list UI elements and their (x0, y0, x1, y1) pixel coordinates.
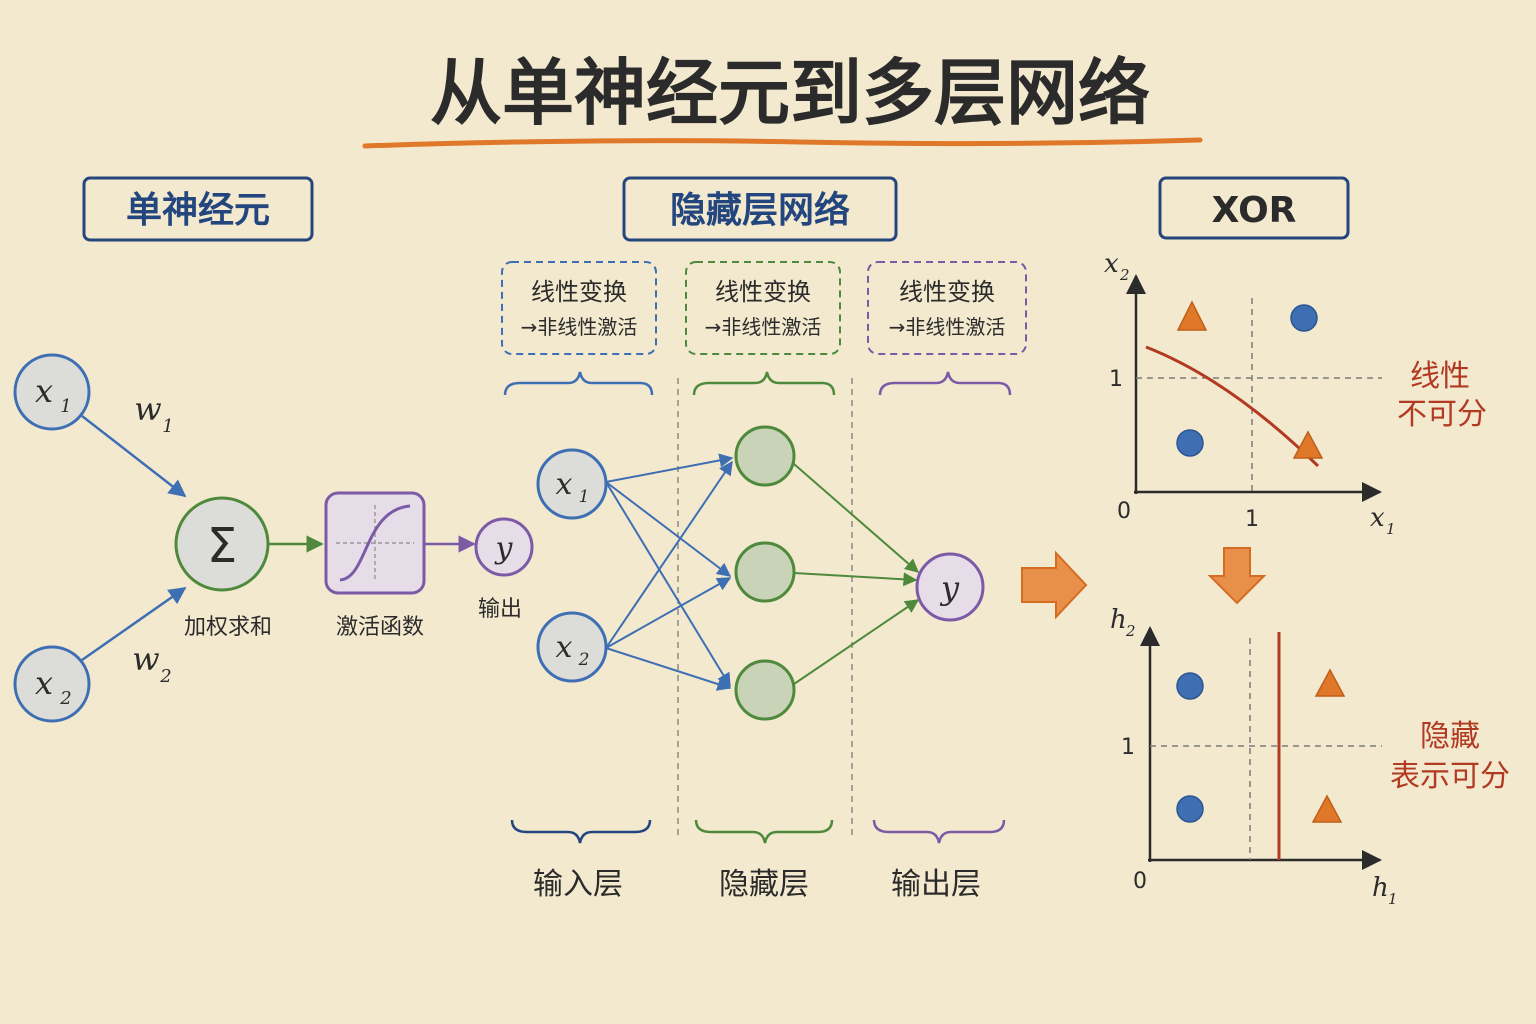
layer-label-output: 输出层 (891, 867, 981, 902)
sum-node: Σ (174, 496, 270, 592)
xor-bottom-note-line2: 表示可分 (1390, 759, 1510, 794)
right-arrow-icon (1021, 550, 1088, 620)
title-underline (362, 137, 1203, 149)
circle-point (1176, 795, 1204, 823)
triangle-point (1314, 668, 1346, 697)
xor-bottom-y-label: h (1110, 605, 1127, 635)
svg-text:1: 1 (60, 396, 71, 417)
sigmoid-curve-icon (339, 504, 411, 582)
svg-text:y: y (494, 531, 514, 566)
single-output-node: y (474, 517, 534, 577)
section-single-neuron-label: 单神经元 (126, 190, 270, 231)
network-input-node-1: x 1 (536, 448, 608, 520)
circle-point (1290, 304, 1318, 332)
svg-text:2: 2 (159, 666, 171, 687)
stage-box-output: 线性变换 →非线性激活 (867, 261, 1027, 355)
brace-bottom-hidden (694, 819, 834, 844)
layer-label-hidden: 隐藏层 (719, 867, 809, 902)
svg-text:2: 2 (59, 688, 71, 709)
xor-bottom-y-label-sub: 2 (1125, 622, 1136, 640)
xor-bottom-x-label: h (1372, 873, 1389, 903)
layer-label-input: 输入层 (533, 867, 623, 902)
section-hidden-network-label: 隐藏层网络 (670, 189, 850, 231)
single-input-node-1: x 1 (13, 353, 91, 431)
svg-text:w: w (132, 640, 159, 678)
svg-text:2: 2 (578, 650, 590, 670)
hidden-node-1 (734, 425, 796, 487)
xor-top-x-tick: 1 (1245, 507, 1259, 532)
svg-text:→非线性激活: →非线性激活 (521, 315, 638, 339)
hidden-output-edges (793, 463, 920, 685)
svg-text:线性变换: 线性变换 (715, 278, 811, 306)
hidden-node-2 (734, 541, 796, 603)
svg-text:x: x (556, 630, 573, 665)
xor-top-y-label-sub: 2 (1119, 266, 1130, 284)
svg-text:x: x (556, 467, 573, 502)
section-single-neuron: 单神经元 (82, 176, 314, 242)
triangle-point (1176, 300, 1208, 331)
brace-top-input (503, 371, 654, 396)
brace-top-output (878, 371, 1012, 396)
xor-top-note-line1: 线性 (1410, 359, 1470, 394)
section-xor: XOR (1158, 176, 1350, 240)
activation-label: 激活函数 (336, 615, 424, 640)
xor-bottom-x-label-sub: 1 (1388, 890, 1398, 908)
xor-bottom-origin-tick: 0 (1133, 869, 1147, 894)
output-label: 输出 (478, 597, 522, 622)
weight-label-1: w 1 (134, 390, 173, 437)
hidden-node-3 (734, 659, 796, 721)
svg-text:→非线性激活: →非线性激活 (889, 315, 1006, 339)
triangle-point (1311, 794, 1343, 823)
circle-point (1176, 429, 1204, 457)
weight-edge-1 (81, 415, 187, 498)
down-arrow-icon (1207, 547, 1267, 605)
single-input-node-2: x 2 (13, 645, 91, 723)
linear-boundary (1145, 345, 1320, 468)
xor-top-x-label-sub: 1 (1386, 520, 1396, 538)
svg-text:→非线性激活: →非线性激活 (705, 315, 822, 339)
xor-bottom-note-line1: 隐藏 (1420, 719, 1480, 754)
input-hidden-edges (605, 453, 734, 691)
svg-text:x: x (35, 664, 53, 702)
activation-box (324, 491, 426, 595)
circle-point (1176, 672, 1204, 700)
xor-top-y-tick: 1 (1109, 367, 1123, 392)
svg-text:1: 1 (579, 487, 590, 507)
stage-box-input: 线性变换 →非线性激活 (501, 261, 657, 355)
svg-text:x: x (35, 372, 53, 410)
svg-text:线性变换: 线性变换 (899, 278, 995, 306)
svg-text:y: y (939, 569, 960, 607)
network-input-node-2: x 2 (536, 611, 608, 683)
brace-bottom-output (872, 819, 1006, 844)
section-hidden-network: 隐藏层网络 (622, 176, 898, 242)
sum-label: 加权求和 (184, 615, 272, 640)
weight-label-2: w 2 (132, 640, 171, 687)
svg-text:w: w (134, 390, 161, 428)
xor-top-note-line2: 不可分 (1397, 397, 1487, 432)
brace-bottom-input (510, 819, 652, 844)
xor-top-x-label: x (1370, 503, 1385, 533)
svg-text:线性变换: 线性变换 (531, 278, 627, 306)
triangle-point (1292, 430, 1324, 459)
weight-edge-2 (81, 586, 187, 662)
page-title: 从单神经元到多层网络 (430, 50, 1150, 135)
svg-text:1: 1 (162, 416, 173, 437)
xor-hidden-plot: h 2 h 1 0 1 (1110, 605, 1398, 908)
network-output-node: y (915, 552, 985, 622)
xor-bottom-y-tick: 1 (1121, 735, 1135, 760)
section-xor-label: XOR (1212, 190, 1297, 231)
xor-input-plot: x 2 x 1 0 1 1 (1104, 249, 1396, 538)
brace-top-hidden (692, 371, 836, 396)
sum-symbol: Σ (207, 518, 237, 574)
xor-top-y-label: x (1104, 249, 1119, 279)
xor-top-origin-tick: 0 (1117, 499, 1131, 524)
stage-box-hidden: 线性变换 →非线性激活 (685, 261, 841, 355)
